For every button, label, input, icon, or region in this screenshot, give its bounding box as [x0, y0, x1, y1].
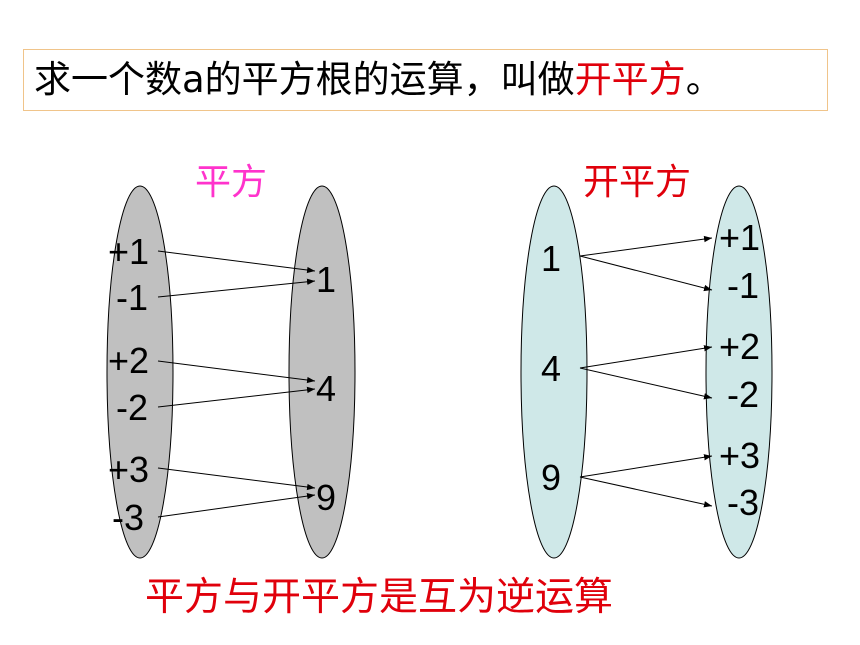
square-domain-value: +2	[108, 340, 149, 381]
square-arrow	[157, 492, 316, 518]
square-range-value: 9	[316, 477, 336, 518]
sqrt-arrow	[579, 255, 713, 292]
definition-suffix: 。	[685, 58, 723, 101]
sqrt-domain-value: 1	[541, 238, 561, 279]
square-domain-value: -2	[116, 387, 148, 428]
sqrt-range-value: +3	[719, 435, 760, 476]
square-arrow	[157, 250, 316, 274]
square-range-ellipse	[288, 185, 356, 559]
sqrt-range-value: +2	[719, 326, 760, 367]
sqrt-arrow	[579, 367, 713, 400]
sqrt-domain-value: 4	[541, 348, 561, 389]
square-domain-ellipse	[106, 185, 174, 559]
square-arrow	[157, 467, 316, 491]
sqrt-range-value: -2	[727, 374, 759, 415]
sqrt-arrow	[579, 345, 713, 369]
square-domain-value: +3	[108, 449, 149, 490]
definition-text: 求一个数a的平方根的运算，叫做	[34, 58, 575, 101]
sqrt-range-value: -3	[727, 482, 759, 523]
square-arrow	[157, 278, 316, 298]
square-range-value: 1	[316, 259, 336, 300]
square-arrow	[157, 360, 316, 384]
inverse-operation-caption: 平方与开平方是互为逆运算	[145, 575, 614, 620]
square-domain-value: -3	[112, 497, 144, 538]
sqrt-range-value: -1	[727, 265, 759, 306]
square-root-label: 开平方	[583, 162, 692, 203]
square-arrow	[157, 386, 316, 408]
sqrt-arrow	[579, 235, 713, 257]
square-label: 平方	[195, 162, 268, 203]
square-domain-value: -1	[116, 277, 148, 318]
sqrt-arrow	[579, 454, 713, 478]
sqrt-domain-value: 9	[541, 457, 561, 498]
sqrt-arrow	[579, 476, 713, 508]
square-range-value: 4	[316, 368, 336, 409]
sqrt-range-value: +1	[719, 217, 760, 258]
definition-box: 求一个数a的平方根的运算，叫做开平方。	[23, 49, 828, 111]
sqrt-range-ellipse	[705, 185, 773, 559]
square-domain-value: +1	[108, 231, 149, 272]
sqrt-domain-ellipse	[520, 185, 588, 559]
definition-highlight: 开平方	[574, 58, 686, 101]
